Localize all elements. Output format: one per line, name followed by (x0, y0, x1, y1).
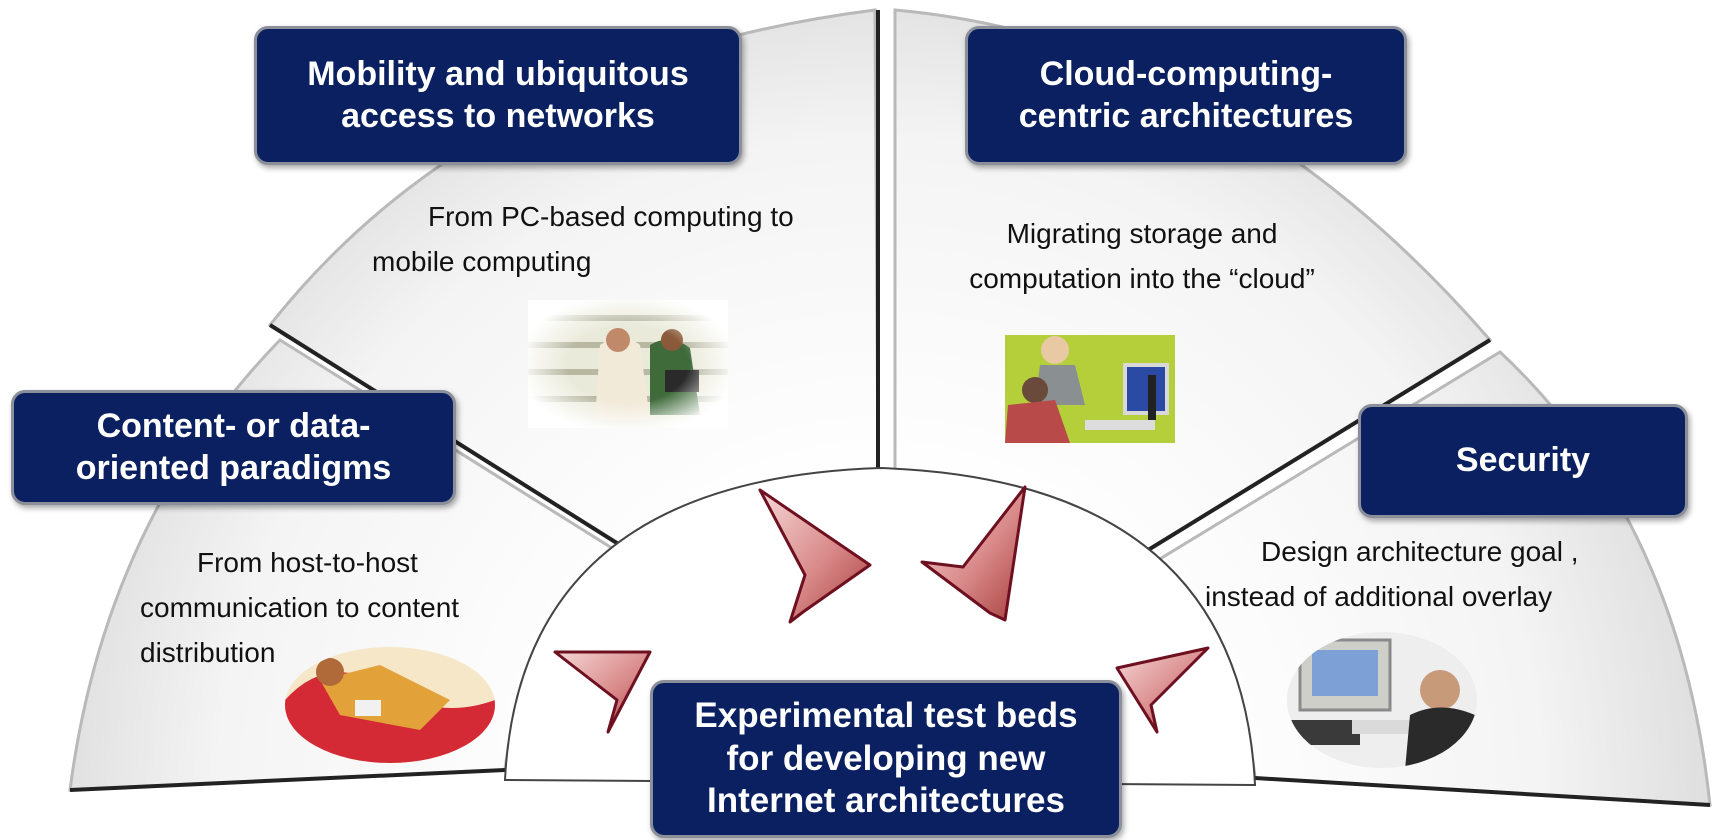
arrows (553, 485, 1210, 734)
sector-desc-cloud: Migrating storage and computation into t… (969, 218, 1315, 294)
sector-title-content: Content- or data-oriented paradigms (11, 390, 456, 505)
sector-title-security: Security (1358, 404, 1688, 518)
sector-title-cloud: Cloud-computing-centric architectures (965, 26, 1407, 165)
center-title: Experimental test beds for developing ne… (650, 680, 1122, 838)
office-computer-photo (1005, 335, 1175, 443)
sector-desc-security: Design architecture goal , instead of ad… (1205, 536, 1579, 612)
sector-title-mobility: Mobility and ubiquitous access to networ… (254, 26, 742, 165)
person-at-computer-photo (1287, 632, 1477, 768)
arrow-cloud (920, 485, 1027, 622)
arrow-security (1115, 646, 1210, 734)
arrow-mobility (758, 488, 872, 624)
people-with-laptop-photo (528, 300, 728, 428)
sector-desc-mobility: From PC-based computing to mobile comput… (372, 201, 794, 277)
woman-reading-photo (285, 647, 495, 763)
arrow-content (553, 650, 652, 734)
sector-desc-content: From host-to-host communication to conte… (140, 547, 460, 668)
sector-edges (69, 10, 1711, 807)
